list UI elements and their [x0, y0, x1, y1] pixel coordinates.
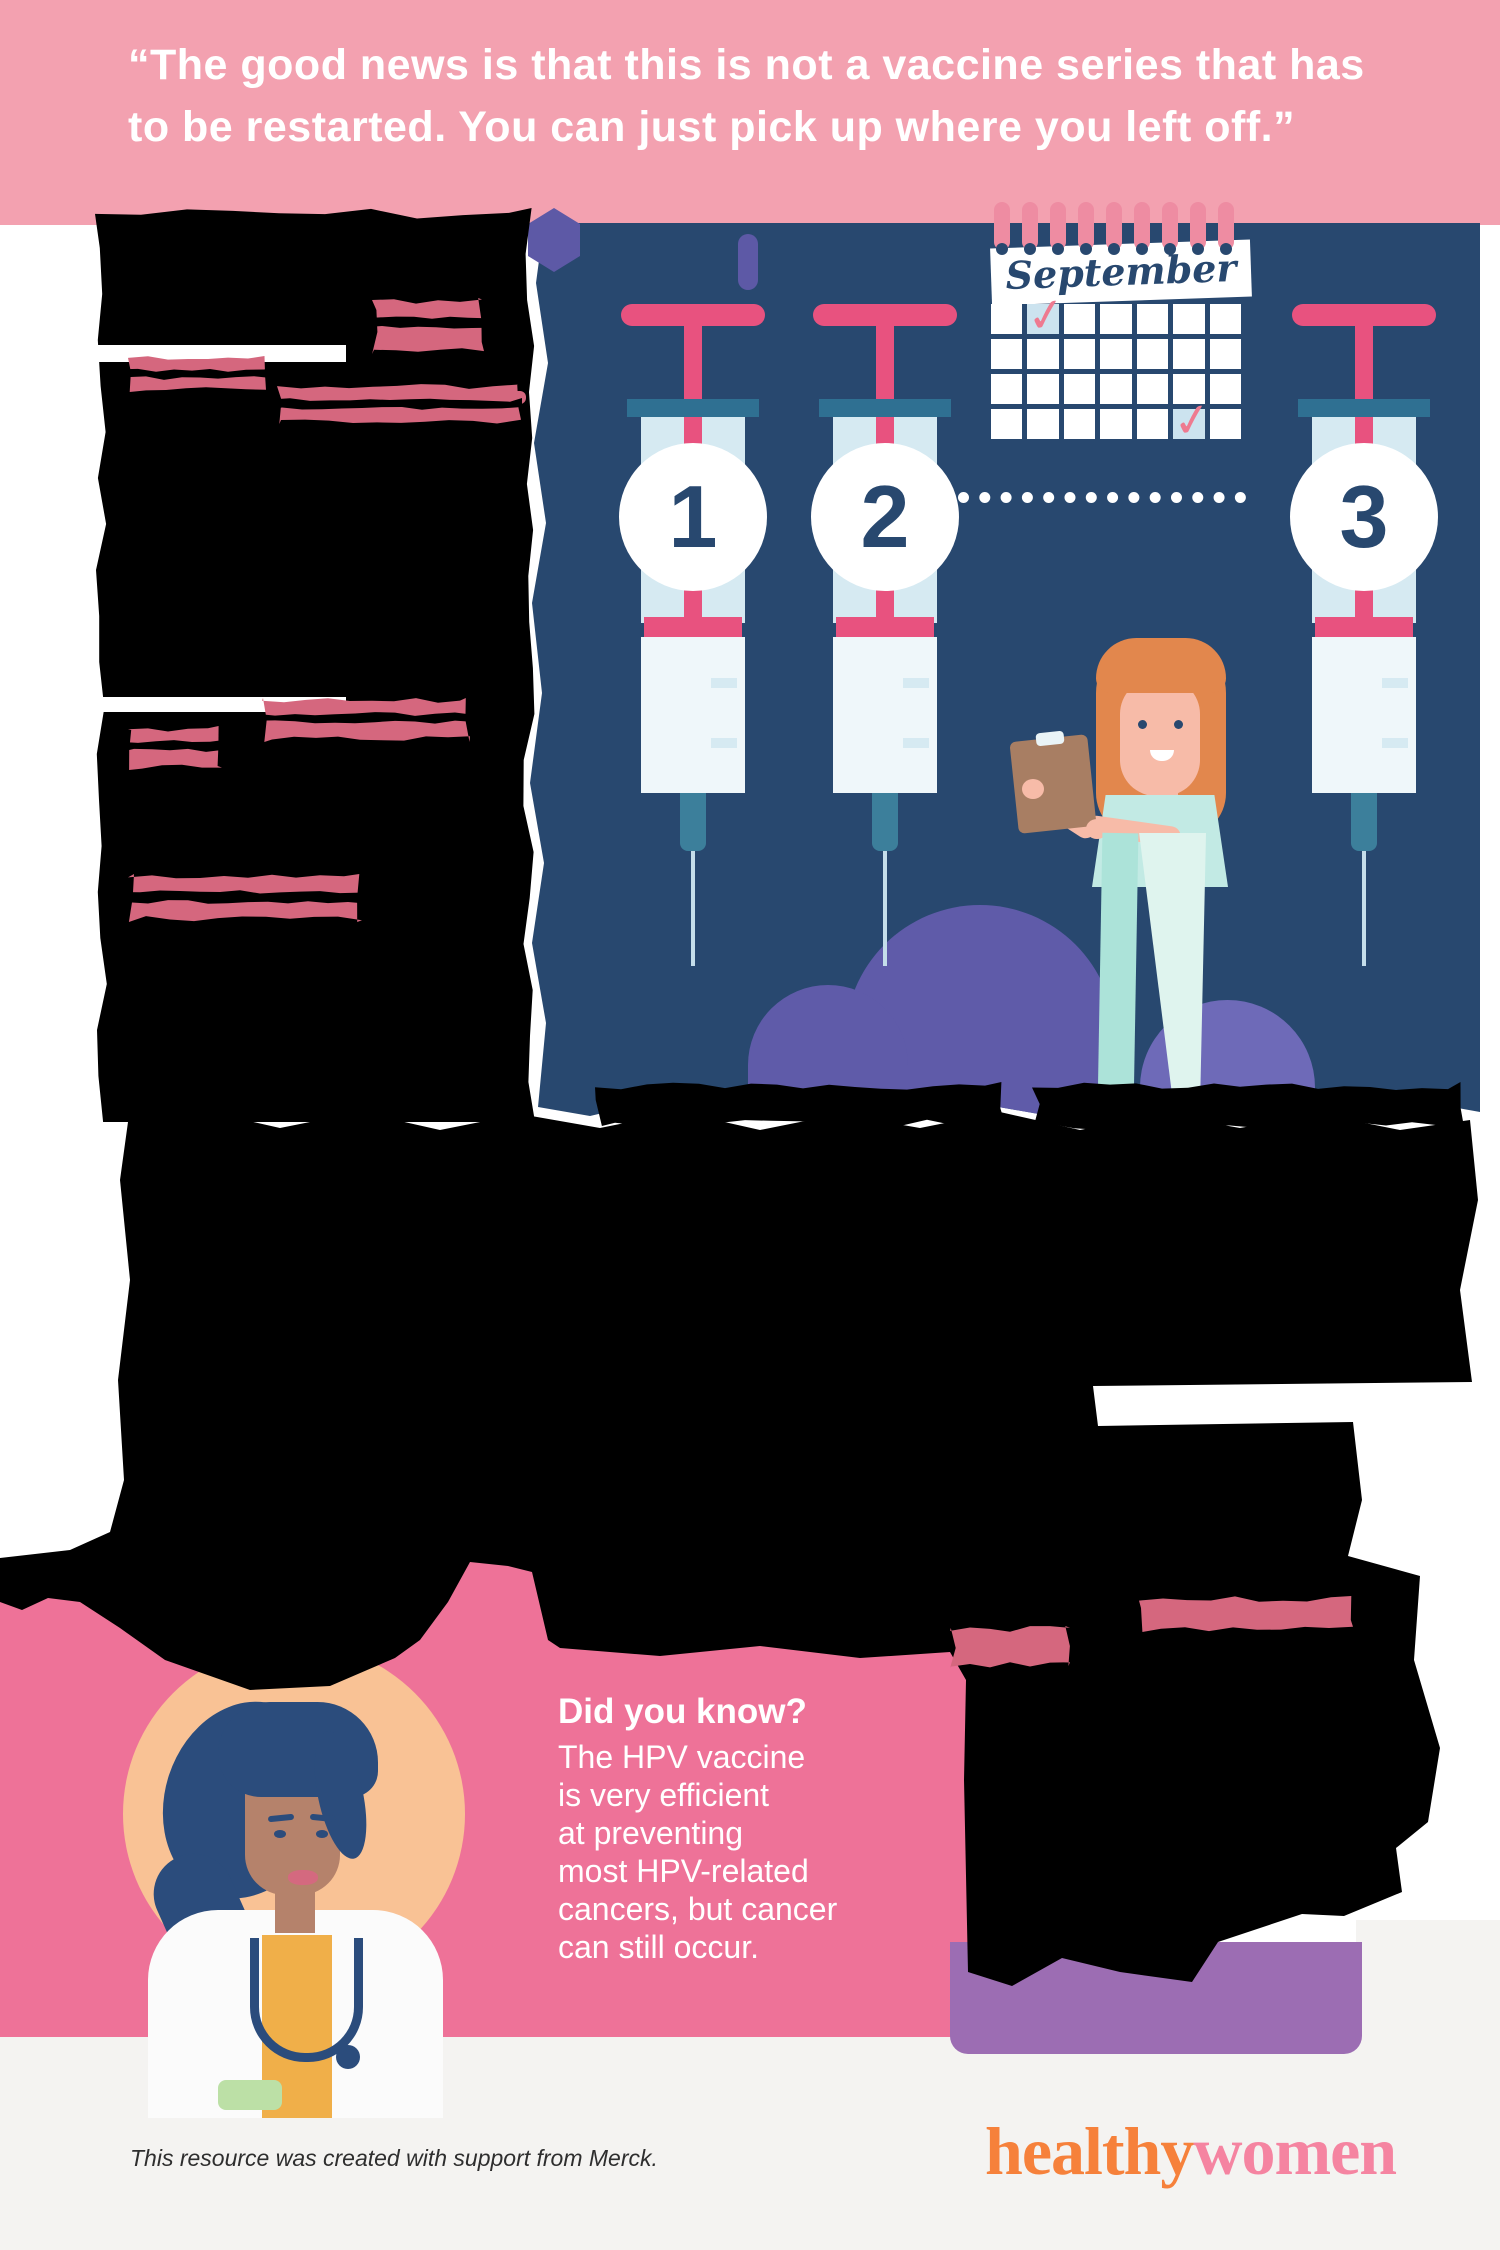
calendar-cell	[1173, 304, 1205, 334]
calendar-cell	[1136, 339, 1169, 369]
nurse-face	[1120, 678, 1200, 796]
doctor-eye	[274, 1830, 286, 1838]
syringe-mark	[1382, 678, 1408, 688]
footer-background-corner	[1356, 1920, 1500, 2040]
dose-number-badge: 2	[811, 443, 959, 591]
logo-women: women	[1193, 2113, 1397, 2189]
syringe-stopper	[1315, 617, 1413, 637]
doctor-lips	[288, 1870, 318, 1885]
logo-healthy: healthy	[985, 2113, 1194, 2189]
calendar-cell	[1173, 374, 1205, 404]
dose-number-badge: 3	[1290, 443, 1438, 591]
syringe-mark	[903, 738, 929, 748]
calendar-cell	[1209, 304, 1241, 334]
calendar-cell	[1136, 304, 1169, 334]
quote-banner	[0, 0, 1500, 225]
calendar-cell	[1100, 374, 1132, 404]
highlight-fragment	[950, 1626, 1070, 1668]
quote-line-1: “The good news is that this is not a vac…	[128, 41, 1365, 89]
doctor-eye	[316, 1830, 328, 1838]
illustration-panel: 1 2 3 September ✓✓	[530, 223, 1480, 1117]
dotted-line	[958, 492, 1246, 503]
calendar-cell	[1100, 339, 1132, 369]
syringe-lower-barrel	[641, 637, 745, 793]
syringe-mark	[903, 678, 929, 688]
redacted-caption	[1032, 1082, 1464, 1130]
did-you-know-body: The HPV vaccine is very efficient at pre…	[558, 1739, 838, 1965]
quote-text: “The good news is that this is not a vac…	[128, 34, 1473, 158]
redaction-stripe	[270, 398, 522, 410]
stethoscope-chestpiece	[336, 2045, 360, 2069]
redacted-caption	[595, 1082, 1005, 1126]
calendar-cell	[1063, 374, 1096, 404]
nurse-leg	[1097, 832, 1139, 1110]
nurse-eye	[1138, 720, 1147, 729]
calendar-cell	[991, 409, 1023, 439]
capsule-decoration	[738, 234, 758, 290]
syringe-mark	[711, 738, 737, 748]
calendar-grid: ✓✓	[991, 286, 1241, 450]
attribution-text: This resource was created with support f…	[130, 2145, 658, 2171]
syringe-nozzle	[1351, 793, 1377, 851]
healthywomen-logo: healthywomen	[985, 2112, 1397, 2191]
calendar-cell	[1209, 339, 1241, 369]
nurse-hand	[1022, 779, 1044, 799]
calendar-cell	[1027, 339, 1059, 369]
stethoscope-icon	[250, 1938, 363, 2062]
checkmark-icon: ✓	[1023, 285, 1070, 345]
calendar-cell	[1173, 339, 1205, 369]
calendar: September ✓✓	[985, 238, 1257, 450]
calendar-cell	[991, 339, 1023, 369]
syringe-mark	[1382, 738, 1408, 748]
redaction-stripe	[120, 740, 224, 752]
checkmark-icon: ✓	[1169, 390, 1216, 450]
redaction-stripe	[360, 316, 490, 330]
calendar-cell	[991, 304, 1023, 334]
calendar-cell	[1100, 409, 1132, 439]
hexagon-decoration	[528, 208, 580, 272]
nurse-smile	[1150, 750, 1174, 761]
calendar-ring-holes	[996, 243, 1008, 255]
calendar-cell	[1027, 409, 1059, 439]
calendar-cell	[1136, 374, 1169, 404]
calendar-cell	[1209, 374, 1241, 404]
calendar-cell	[1100, 304, 1132, 334]
dose-number: 1	[668, 467, 718, 566]
calendar-ring-icon	[994, 202, 1010, 250]
calendar-cell	[991, 374, 1023, 404]
syringe-nozzle	[680, 793, 706, 851]
calendar-cell: ✓	[1170, 391, 1216, 450]
doctor-avatar	[120, 1640, 480, 2118]
syringe-stopper	[644, 617, 742, 637]
calendar-cell: ✓	[1024, 286, 1070, 345]
calendar-cell	[1063, 304, 1096, 334]
syringe-lower-barrel	[833, 637, 937, 793]
calendar-cell	[1063, 339, 1096, 369]
syringe-mark	[711, 678, 737, 688]
syringe-lower-barrel	[1312, 637, 1416, 793]
syringe-needle	[1362, 851, 1366, 966]
syringe-collar	[1298, 399, 1430, 417]
calendar-cell	[1063, 409, 1096, 439]
dose-number: 3	[1339, 467, 1389, 566]
did-you-know-card: Did you know? The HPV vaccine is very ef…	[558, 1692, 988, 1966]
nurse-eye	[1174, 720, 1183, 729]
pocket-card	[218, 2080, 282, 2110]
dose-number: 2	[860, 467, 910, 566]
dose-number-badge: 1	[619, 443, 767, 591]
did-you-know-heading: Did you know?	[558, 1692, 807, 1731]
highlight-fragment	[1139, 1596, 1353, 1632]
syringe-stopper	[836, 617, 934, 637]
syringe-nozzle	[872, 793, 898, 851]
syringe-collar	[819, 399, 951, 417]
calendar-cell	[1027, 374, 1059, 404]
syringe-needle	[883, 851, 887, 966]
calendar-cell	[1209, 409, 1241, 439]
quote-line-2: to be restarted. You can just pick up wh…	[128, 103, 1296, 151]
nurse-hair-fringe	[1096, 638, 1226, 693]
syringe-needle	[691, 851, 695, 966]
syringe-collar	[627, 399, 759, 417]
calendar-cell	[1136, 409, 1169, 439]
